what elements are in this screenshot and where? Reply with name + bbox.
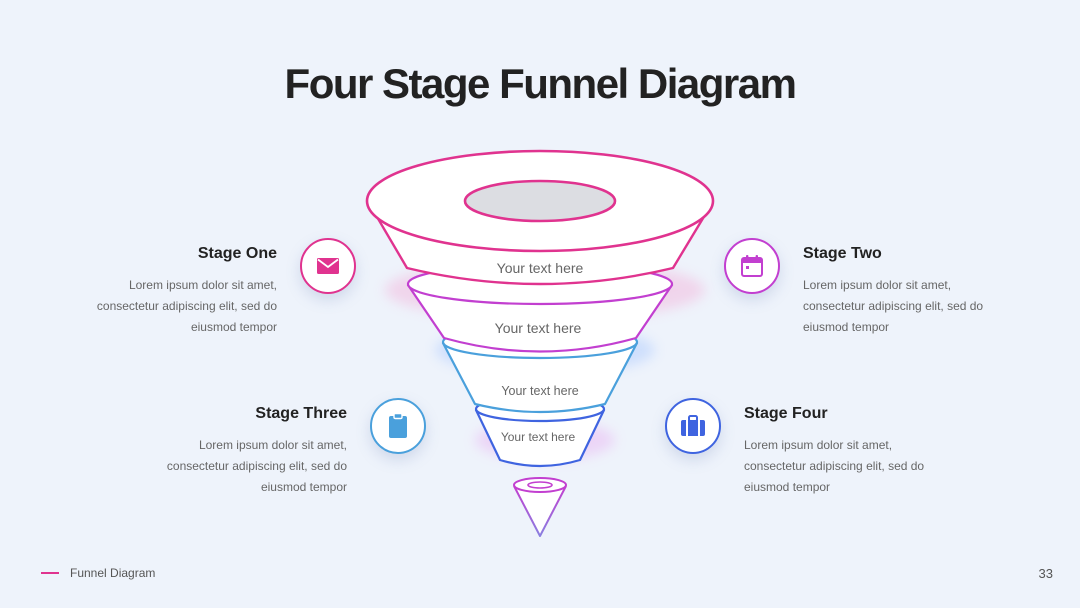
stage-two-desc-line: eiusmod tempor: [803, 320, 890, 334]
funnel-label-3: Your text here: [501, 384, 578, 398]
stage-three-desc: Lorem ipsum dolor sit amet, consectetur …: [117, 435, 347, 498]
stage-four-icon-badge: [665, 398, 721, 454]
stage-three-desc-line: consectetur adipiscing elit, sed do: [166, 459, 347, 473]
stage-three-title: Stage Three: [255, 405, 347, 422]
funnel-label-1: Your text here: [497, 260, 584, 276]
stage-one-desc-line: eiusmod tempor: [190, 320, 277, 334]
briefcase-icon: [681, 415, 705, 436]
stage-one-icon-badge: [300, 238, 356, 294]
stage-four-desc: Lorem ipsum dolor sit amet, consectetur …: [744, 435, 974, 498]
calendar-icon: [741, 255, 763, 277]
funnel-label-4: Your text here: [501, 430, 576, 444]
stage-two-title: Stage Two: [803, 245, 882, 262]
stage-two-desc: Lorem ipsum dolor sit amet, consectetur …: [803, 275, 1033, 338]
funnel-drop-cone: [513, 477, 567, 537]
stage-three-desc-line: eiusmod tempor: [260, 480, 347, 494]
footer-label: Funnel Diagram: [70, 566, 156, 580]
stage-one-title: Stage One: [197, 245, 277, 262]
clipboard-icon: [389, 413, 407, 438]
stage-four-desc-line: consectetur adipiscing elit, sed do: [744, 459, 925, 473]
stage-two-desc-line: consectetur adipiscing elit, sed do: [803, 299, 984, 313]
stage-four-desc-line: eiusmod tempor: [744, 480, 831, 494]
page-number: 33: [1038, 566, 1053, 581]
stage-two-icon-badge: [724, 238, 780, 294]
footer-accent-line: [41, 572, 59, 574]
envelope-icon: [317, 258, 339, 274]
stage-three-desc-line: Lorem ipsum dolor sit amet,: [198, 438, 347, 452]
stage-three-icon-badge: [370, 398, 426, 454]
funnel-layer-1: Your text here: [365, 149, 715, 286]
stage-four-desc-line: Lorem ipsum dolor sit amet,: [744, 438, 893, 452]
stage-one-desc-line: Lorem ipsum dolor sit amet,: [128, 278, 277, 292]
stage-two-desc-line: Lorem ipsum dolor sit amet,: [803, 278, 952, 292]
funnel-label-2: Your text here: [495, 320, 582, 336]
stage-one-desc: Lorem ipsum dolor sit amet, consectetur …: [47, 275, 277, 338]
page-title: Four Stage Funnel Diagram: [284, 60, 797, 107]
stage-one-desc-line: consectetur adipiscing elit, sed do: [96, 299, 277, 313]
stage-four-title: Stage Four: [744, 405, 828, 422]
